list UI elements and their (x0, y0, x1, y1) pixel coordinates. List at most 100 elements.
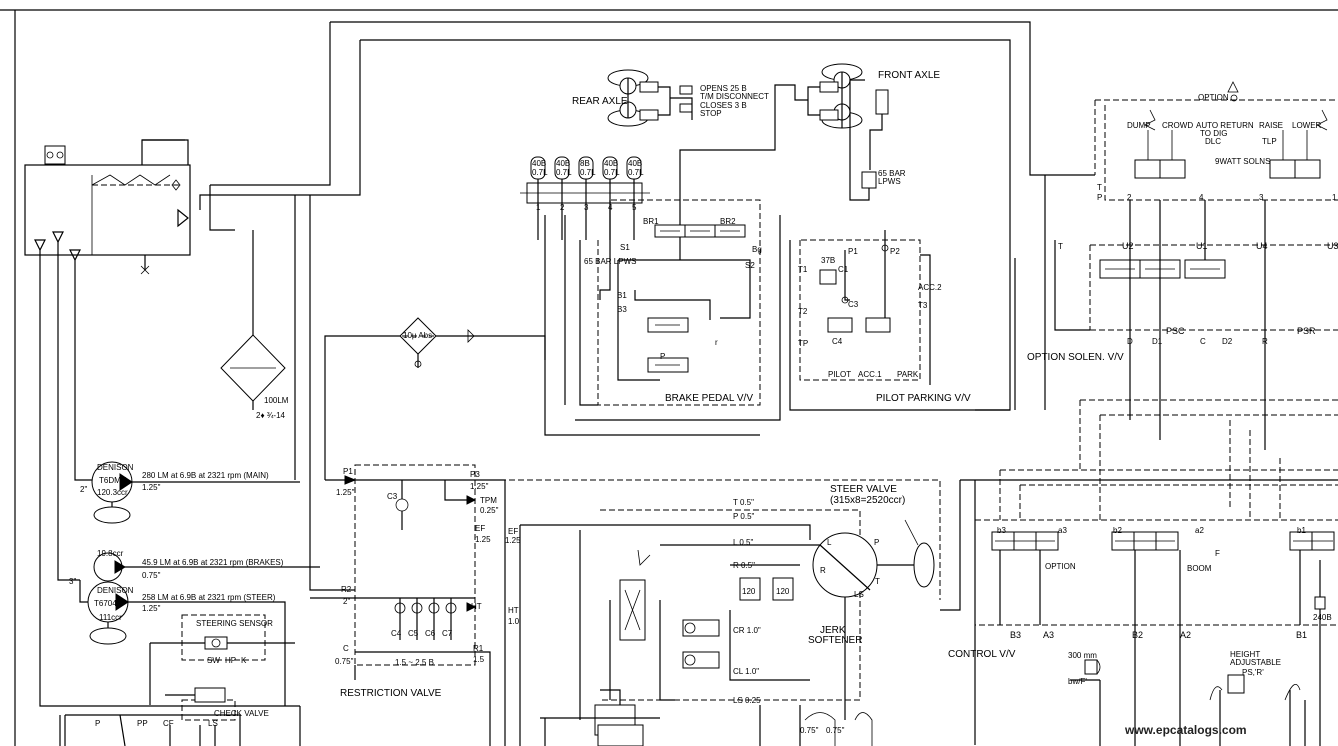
control-sensor-dist: bw/F' (1068, 677, 1087, 686)
option-watt-label: 9WATT SOLNS (1215, 157, 1270, 166)
axle-opens-label: OPENS 25 B (700, 84, 747, 93)
option-auto-return-label: AUTO RETURN (1196, 121, 1254, 130)
restriction-r1-size: 1.5 (473, 655, 485, 664)
control-height-label: HEIGHT (1230, 650, 1260, 659)
sensor-hp-label: HP (225, 656, 236, 665)
parking-c4-label: C4 (832, 337, 843, 346)
steer-pump-size: 1.25" (142, 604, 161, 613)
hydraulic-tank (24, 139, 191, 275)
accumulator-volume-1: 0.7L (532, 168, 548, 177)
front-lpws-bar-label: 65 BAR (878, 169, 906, 178)
option-u1-label: U1 (1196, 241, 1208, 251)
option-u3-label: U3 (1327, 241, 1338, 251)
parking-pilot-label: PILOT (828, 370, 851, 379)
brake-pedal-valve-block (544, 199, 761, 406)
steer-pump-flow: 258 LM at 6.9B at 2321 rpm (STEER) (142, 593, 276, 602)
control-B2-label: B2 (1132, 630, 1143, 640)
brake-bg-label: Bg (752, 245, 762, 254)
axle-closes-label: CLOSES 3 B (700, 101, 747, 110)
control-sensor-300: 300 mm (1068, 651, 1097, 660)
option-tlp-label: TLP (1262, 137, 1277, 146)
frame-lines (0, 9, 1338, 746)
control-adjustable-label: ADJUSTABLE (1230, 658, 1281, 667)
option-u2-label: U2 (1122, 241, 1134, 251)
option-d2-label: D2 (1222, 337, 1233, 346)
steer-ht-size: 1.0 (508, 617, 520, 626)
restriction-c5-label: C5 (408, 629, 419, 638)
accumulator-pressure-1: 40B (532, 159, 546, 168)
restriction-p3-size: 1.25" (470, 482, 489, 491)
accumulator-pressure-5: 40B (628, 159, 642, 168)
brake-pedal-valve-title: BRAKE PEDAL V/V (665, 393, 753, 404)
option-port-4: 4 (1199, 193, 1204, 202)
manifold-port-2: 2 (560, 203, 565, 212)
parking-c3-label: C3 (848, 300, 859, 309)
parking-park-label: PARK (897, 370, 919, 379)
option-lower-label: LOWER (1292, 121, 1322, 130)
brake-br1-label: BR1 (643, 217, 659, 226)
steer-valve-title: STEER VALVE (830, 484, 897, 495)
parking-p1-label: P1 (848, 247, 858, 256)
sensor-cf-label: CF (163, 719, 174, 728)
steer-ef-size: 1.25 (505, 536, 521, 545)
steer-ls-size: LS 0.25 (733, 696, 761, 705)
steer-l-port: L (827, 538, 832, 547)
suction-lines (39, 185, 300, 707)
steer-bottom-size-1: 0.75" (800, 726, 819, 735)
steer-p-port: P (874, 538, 879, 547)
option-port-2: 2 (1127, 193, 1132, 202)
control-b3-port: b3 (997, 526, 1006, 535)
steer-r-size: R 0.5" (733, 561, 755, 570)
steer-ef-label: EF (508, 527, 518, 536)
option-dlc-label: DLC (1205, 137, 1221, 146)
brake-pump-size: 0.75" (142, 571, 161, 580)
restriction-ef-label: EF (475, 524, 485, 533)
control-A2-label: A2 (1180, 630, 1191, 640)
restriction-p1-label: P1 (343, 467, 353, 476)
restriction-c4-label: C4 (391, 629, 402, 638)
main-pump-brand: DENISON (97, 463, 134, 472)
parking-acc2-label: ACC.2 (918, 283, 942, 292)
cooler-spec-label: 2♦ ¾-14 (256, 411, 286, 420)
jerk-label: JERK (820, 625, 846, 636)
control-A3-label: A3 (1043, 630, 1054, 640)
accumulator-volume-3: 0.7L (580, 168, 596, 177)
steer-t-port: T (875, 577, 880, 586)
manifold-port-1: 1 (536, 203, 541, 212)
restriction-r1-label: R1 (473, 644, 484, 653)
restriction-r2-size: 2" (343, 597, 350, 606)
option-header-label: OPTION (1198, 93, 1229, 102)
axle-stop-label: STOP (700, 109, 722, 118)
brake-r-label: r (715, 338, 718, 347)
brake-pump-flow: 45.9 LM at 6.9B at 2321 rpm (BRAKES) (142, 558, 284, 567)
restriction-ht-label: HT (471, 602, 482, 611)
option-r-label: R (1262, 337, 1268, 346)
parking-37b-label: 37B (821, 256, 835, 265)
manifold-port-3: 3 (584, 203, 589, 212)
parking-t1-label: T1 (798, 265, 808, 274)
sensor-p-label: P (95, 719, 100, 728)
brake-pump-cc: 19.8ccr (97, 549, 124, 558)
steer-ht-label: HT (508, 606, 519, 615)
control-valve-title: CONTROL V/V (948, 649, 1016, 660)
control-a2-port: a2 (1195, 526, 1204, 535)
option-port-3: 3 (1259, 193, 1264, 202)
sensor-ls-label: LS (208, 719, 218, 728)
option-d1-label: D1 (1152, 337, 1163, 346)
brake-p-label: P (660, 352, 665, 361)
steer-cr-size: CR 1.0" (733, 626, 761, 635)
restriction-valve-title: RESTRICTION VALVE (340, 688, 442, 699)
sensor-k-label: K (241, 656, 247, 665)
option-dump-label: DUMP (1127, 121, 1151, 130)
accumulator-volume-2: 0.7L (556, 168, 572, 177)
main-pump-cc: 120.3ccr (97, 488, 128, 497)
oil-cooler (220, 195, 355, 591)
cooler-flow-label: 100LM (264, 396, 289, 405)
steer-r-port: R (820, 566, 826, 575)
option-port-t: T (1097, 183, 1102, 192)
option-solenoid-valve-title: OPTION SOLEN. V/V (1027, 352, 1124, 363)
pumps (79, 461, 320, 706)
restriction-c7-label: C7 (442, 629, 453, 638)
